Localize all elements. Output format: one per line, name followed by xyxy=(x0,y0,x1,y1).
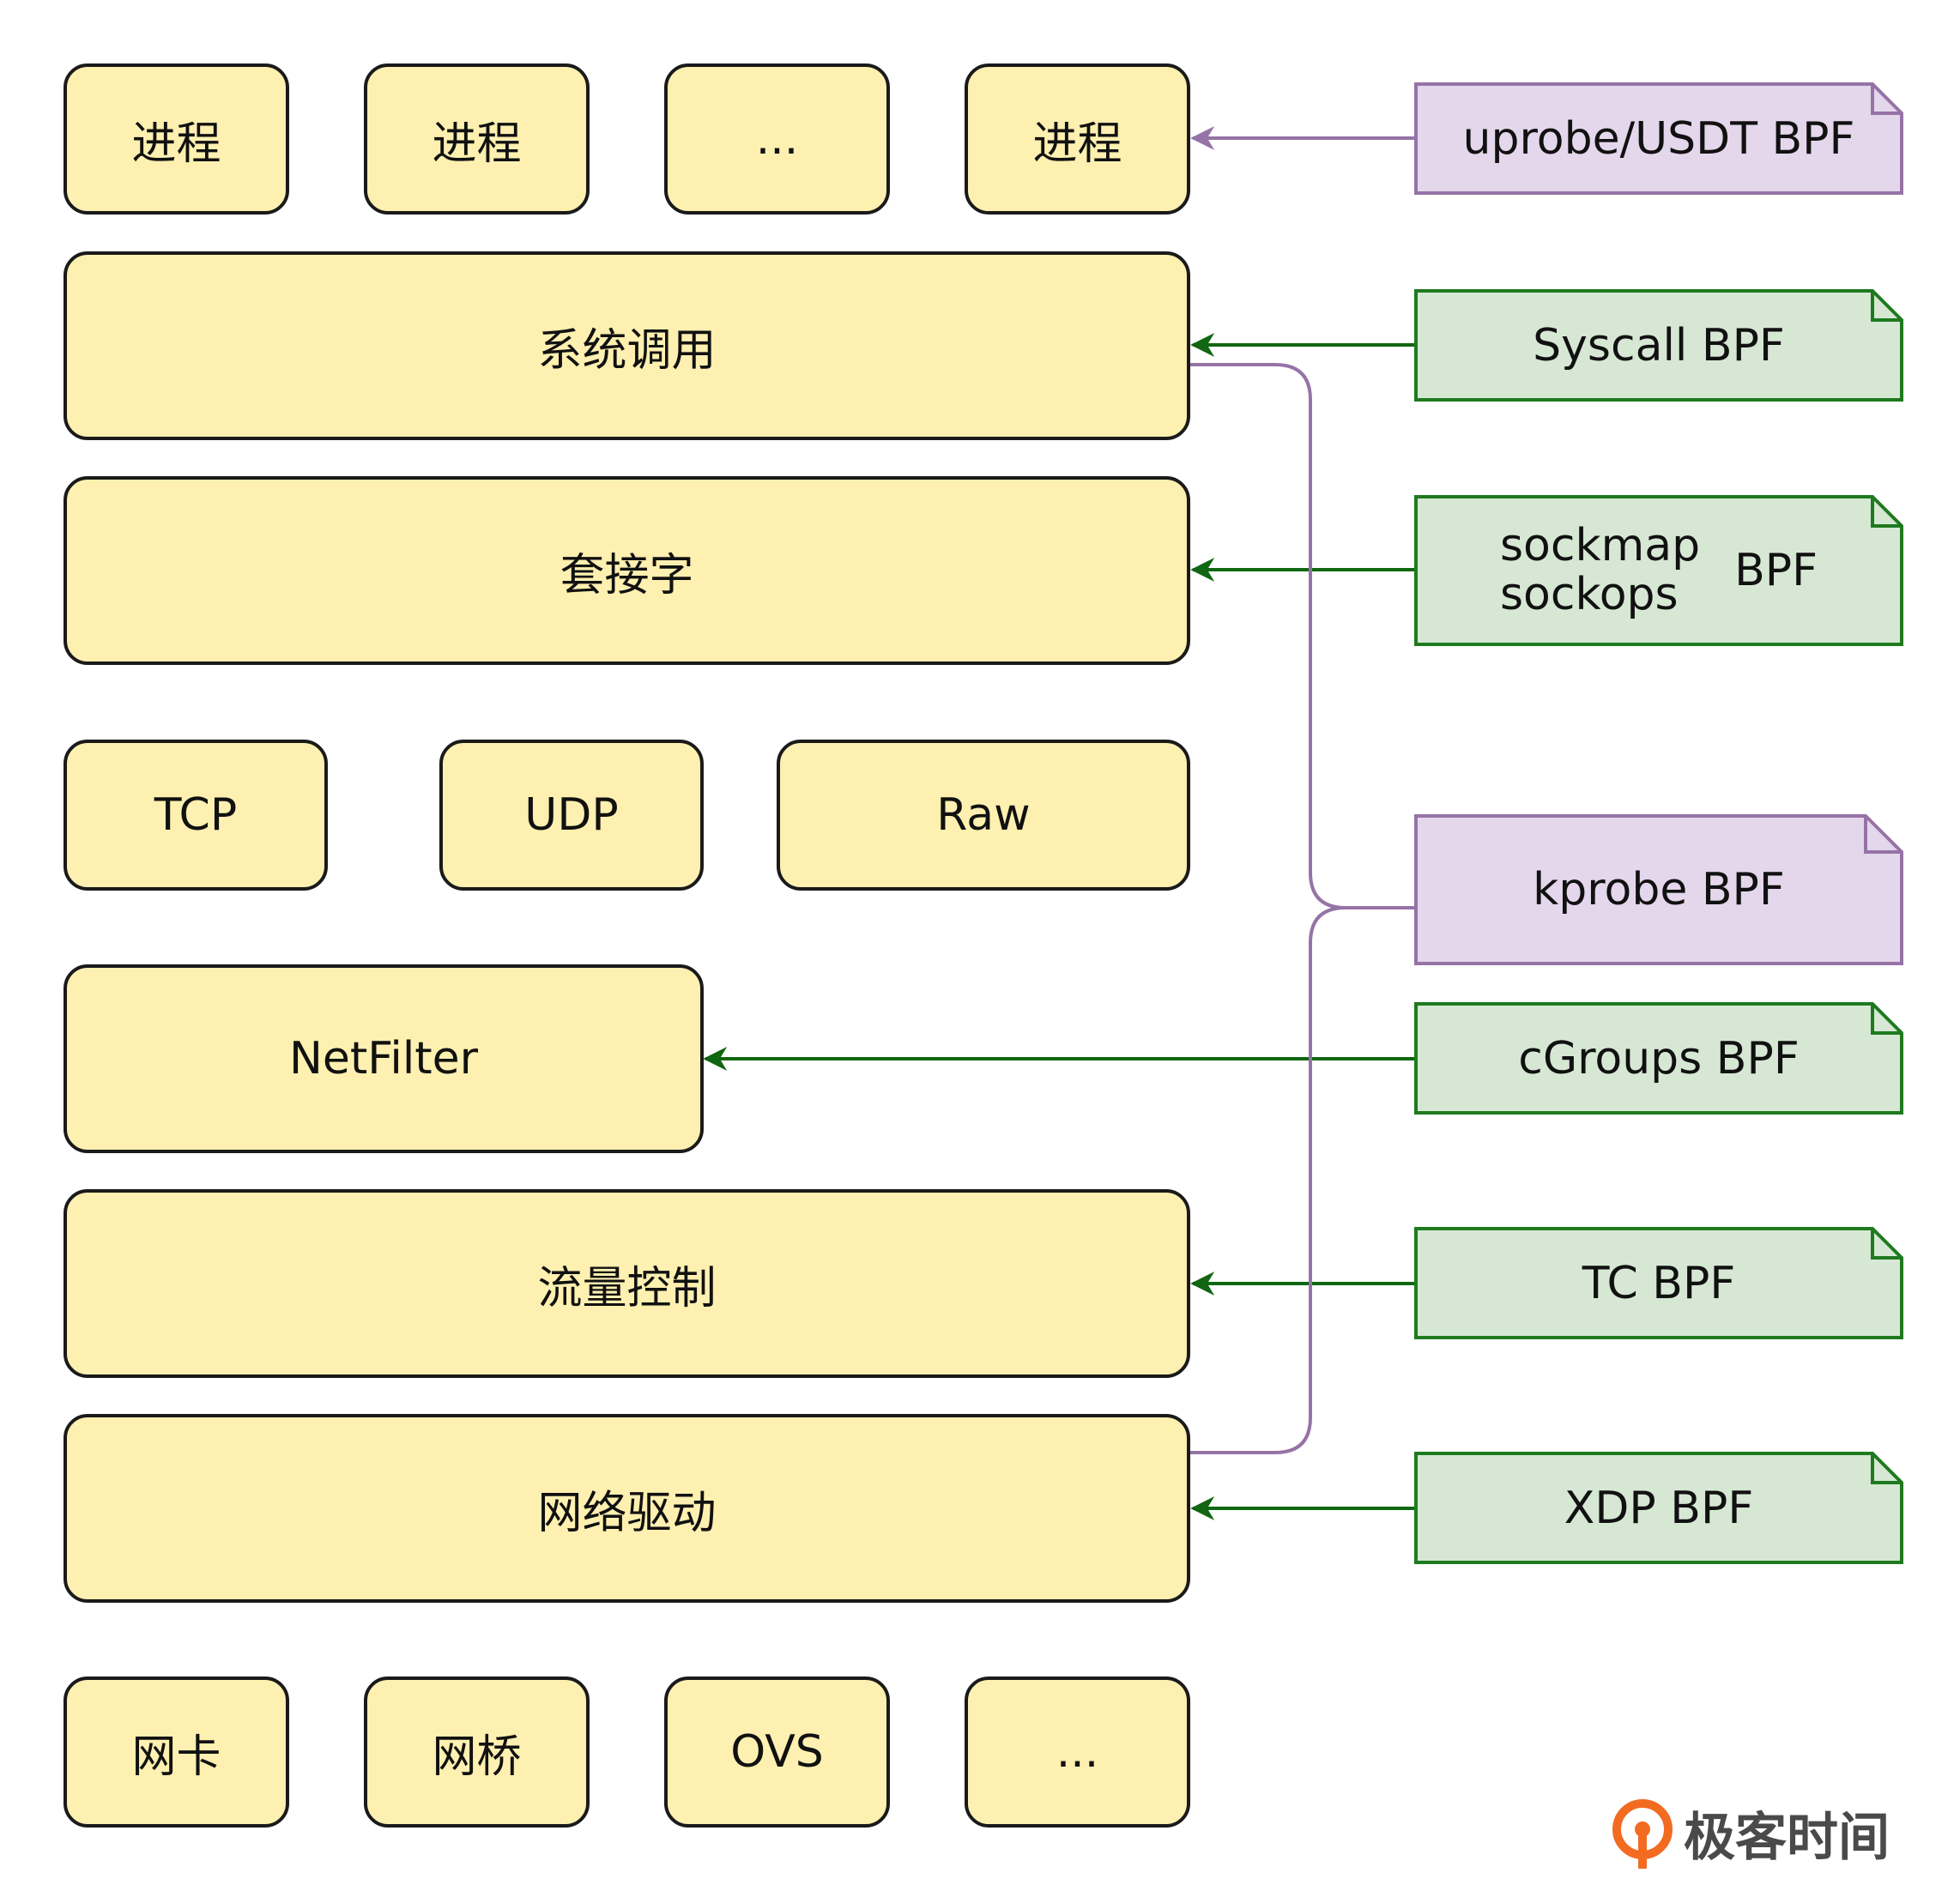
note-shape xyxy=(1414,1227,1903,1339)
geektime-logo-icon xyxy=(1612,1798,1673,1869)
traffic-control-layer: 流量控制 xyxy=(64,1189,1190,1378)
nic-label: 网卡 xyxy=(131,1731,221,1783)
tcp-label: TCP xyxy=(154,789,238,841)
sockops-label: sockops xyxy=(1499,569,1679,620)
kprobe-bpf-label: kprobe BPF xyxy=(1533,864,1785,915)
ellipsis-label: ... xyxy=(755,113,799,165)
note-shape xyxy=(1414,814,1903,965)
device-box-nic: 网卡 xyxy=(64,1677,289,1828)
device-box-bridge: 网桥 xyxy=(364,1677,590,1828)
sock-bpf-note: sockmap sockops BPF xyxy=(1414,495,1903,646)
raw-label: Raw xyxy=(936,789,1031,841)
syscall-label: 系统调用 xyxy=(537,324,717,377)
syscall-layer: 系统调用 xyxy=(64,251,1190,440)
logo-text: 极客时间 xyxy=(1684,1808,1890,1868)
process-box-1: 进程 xyxy=(64,63,289,214)
socket-layer: 套接字 xyxy=(64,476,1190,665)
xdp-bpf-label: XDP BPF xyxy=(1564,1482,1754,1534)
process-box-ellipsis: ... xyxy=(664,63,890,214)
tc-bpf-label: TC BPF xyxy=(1582,1257,1736,1309)
udp-label: UDP xyxy=(524,789,619,841)
uprobe-bpf-label: uprobe/USDT BPF xyxy=(1462,112,1855,165)
process-box-2: 进程 xyxy=(364,63,590,214)
sock-bpf-suffix: BPF xyxy=(1734,545,1818,596)
bridge-label: 网桥 xyxy=(432,1731,522,1783)
note-shape xyxy=(1414,289,1903,402)
note-shape xyxy=(1414,1002,1903,1115)
traffic-control-label: 流量控制 xyxy=(537,1262,717,1314)
ellipsis-label: ... xyxy=(1056,1726,1099,1778)
uprobe-bpf-note: uprobe/USDT BPF xyxy=(1414,82,1903,195)
sockmap-label: sockmap xyxy=(1499,519,1701,571)
tcp-box: TCP xyxy=(64,740,328,891)
device-box-ovs: OVS xyxy=(664,1677,890,1828)
process-box-3: 进程 xyxy=(965,63,1190,214)
note-shape xyxy=(1414,1452,1903,1564)
cgroups-bpf-label: cGroups BPF xyxy=(1518,1032,1800,1084)
process-label: 进程 xyxy=(432,118,522,170)
kprobe-bpf-note: kprobe BPF xyxy=(1414,814,1903,965)
netfilter-layer: NetFilter xyxy=(64,964,704,1153)
raw-box: Raw xyxy=(777,740,1190,891)
udp-box: UDP xyxy=(439,740,704,891)
socket-label: 套接字 xyxy=(560,549,694,601)
ovs-label: OVS xyxy=(730,1726,824,1778)
xdp-bpf-note: XDP BPF xyxy=(1414,1452,1903,1564)
cgroups-bpf-note: cGroups BPF xyxy=(1414,1002,1903,1115)
device-box-ellipsis: ... xyxy=(965,1677,1190,1828)
brand-logo: 极客时间 xyxy=(1612,1796,1890,1870)
process-label: 进程 xyxy=(1032,118,1122,170)
network-driver-label: 网络驱动 xyxy=(537,1487,717,1539)
kprobe-link-to-network-driver xyxy=(1189,906,1414,1454)
network-driver-layer: 网络驱动 xyxy=(64,1414,1190,1603)
netfilter-label: NetFilter xyxy=(288,1033,479,1084)
note-shape xyxy=(1414,495,1903,646)
note-shape xyxy=(1414,82,1903,195)
syscall-bpf-label: Syscall BPF xyxy=(1533,319,1785,372)
kprobe-link-to-syscall xyxy=(1189,363,1414,909)
tc-bpf-note: TC BPF xyxy=(1414,1227,1903,1339)
process-label: 进程 xyxy=(131,118,221,170)
syscall-bpf-note: Syscall BPF xyxy=(1414,289,1903,402)
